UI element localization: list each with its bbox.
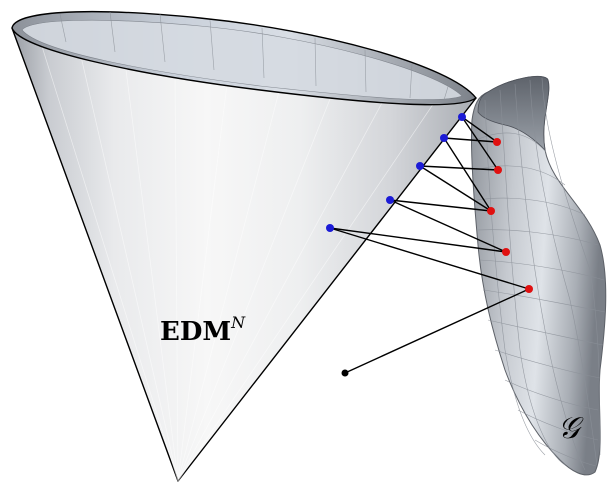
- surface-points: [487, 138, 533, 293]
- link-c1-s2: [461, 116, 499, 171]
- cone-points: [326, 113, 466, 232]
- edm-cone-label-main: EDM: [160, 317, 231, 347]
- external-point-e1: [341, 369, 349, 377]
- link-c3-s3: [419, 165, 492, 212]
- cone-point-c2: [440, 134, 448, 142]
- edm-cone-label-sup: N: [230, 313, 246, 332]
- link-c2-s1: [443, 137, 498, 143]
- surface-point-s6: [525, 285, 533, 293]
- surface-point-s5: [502, 248, 510, 256]
- cone-point-c1: [458, 113, 466, 121]
- link-c5-s6: [329, 227, 530, 290]
- surface-point-s1: [493, 138, 501, 146]
- edm-cone-label: EDMN: [160, 313, 246, 347]
- edm-cone: EDMN: [11, 11, 477, 482]
- correspondence-lines: [329, 116, 530, 374]
- cone-point-c3: [416, 162, 424, 170]
- edm-cone-facets: [39, 39, 441, 482]
- link-c5-s5: [329, 227, 507, 253]
- link-c2-s3: [443, 137, 492, 212]
- link-e1-s6: [344, 288, 530, 374]
- link-c1-s1: [461, 116, 498, 143]
- link-c4-s5: [389, 199, 507, 253]
- surface-g: [470, 75, 607, 476]
- surface-g-mesh: [475, 77, 606, 471]
- surface-point-s2: [494, 166, 502, 174]
- cone-point-c4: [386, 196, 394, 204]
- surface-point-s3: [487, 207, 495, 215]
- link-c4-s3: [389, 199, 492, 212]
- cone-point-c5: [326, 224, 334, 232]
- link-c3-s2: [419, 165, 499, 171]
- edm-cone-rim-segments: [59, 11, 451, 101]
- edm-cone-rim-inner: [21, 19, 463, 100]
